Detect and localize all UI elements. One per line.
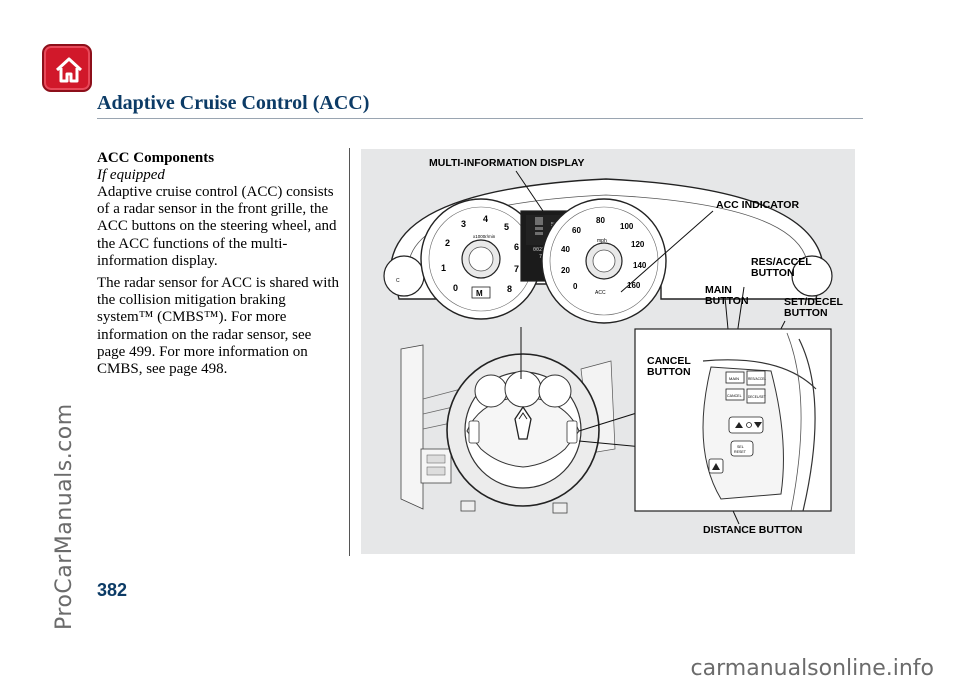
tach-number: 1 — [441, 263, 446, 273]
acc-indicator-lamp: ACC — [595, 290, 606, 296]
callout-cancel-button: CANCEL BUTTON — [647, 355, 691, 378]
speed-number: 160 — [627, 281, 641, 290]
sel-reset-bottom: RESET — [734, 450, 747, 454]
tach-number: 3 — [461, 219, 466, 229]
side-watermark: ProCarManuals.com — [52, 403, 77, 630]
page-header-title: Adaptive Cruise Control (ACC) — [97, 92, 370, 114]
temp-gauge-label: C — [396, 278, 400, 284]
acc-components-figure: C 0 1 2 3 4 5 6 7 8 x1000r/min M 50 0025… — [361, 149, 855, 554]
speed-number: 100 — [620, 222, 634, 231]
speed-number: 140 — [633, 261, 647, 270]
acc-illustration: C 0 1 2 3 4 5 6 7 8 x1000r/min M 50 0025… — [383, 170, 833, 525]
sel-reset-top: SEL — [737, 445, 744, 449]
speed-number: 80 — [596, 216, 605, 225]
tach-unit: x1000r/min — [473, 234, 496, 239]
bottom-watermark: carmanualsonline.info — [690, 656, 934, 681]
callout-multi-information-display: MULTI-INFORMATION DISPLAY — [429, 157, 585, 169]
page-number: 382 — [97, 580, 128, 600]
speed-number: 0 — [573, 282, 578, 291]
res-accel-button: RES/ACCEL — [748, 377, 766, 381]
column-divider — [349, 148, 350, 556]
callout-set-decel-button: SET/DECEL BUTTON — [784, 296, 843, 319]
main-button: MAIN — [729, 376, 739, 381]
speed-number: 60 — [572, 226, 581, 235]
tach-number: 4 — [483, 214, 488, 224]
section-title: ACC Components — [97, 150, 215, 166]
speed-number: 20 — [561, 266, 570, 275]
cancel-button: CANCEL — [727, 394, 742, 398]
speed-number: 40 — [561, 245, 570, 254]
speed-number: 120 — [631, 240, 645, 249]
odometer: 002500 — [533, 247, 551, 253]
header-divider — [97, 118, 863, 119]
callout-acc-indicator: ACC INDICATOR — [716, 199, 800, 211]
tach-number: 2 — [445, 238, 450, 248]
tach-number: 6 — [514, 242, 519, 252]
section-subtitle: If equipped — [97, 167, 165, 183]
paragraph: The radar sensor for ACC is shared with … — [97, 275, 340, 378]
set-decel-button: DECEL/SET — [748, 395, 766, 399]
speed-unit: mph — [597, 238, 607, 244]
home-icon — [55, 57, 83, 83]
paragraph: Adaptive cruise control (ACC) consists o… — [97, 184, 337, 269]
callout-main-button: MAIN BUTTON — [705, 284, 749, 307]
callout-res-accel-button: RES/ACCEL BUTTON — [751, 256, 812, 279]
tach-number: 7 — [514, 264, 519, 274]
tach-number: 0 — [453, 283, 458, 293]
tach-number: 8 — [507, 284, 512, 294]
home-button[interactable] — [42, 44, 92, 92]
gear-indicator: M — [476, 289, 483, 298]
text-column: ACC Components If equipped Adaptive crui… — [97, 149, 342, 383]
tach-number: 5 — [504, 222, 509, 232]
callout-distance-button: DISTANCE BUTTON — [703, 524, 803, 536]
